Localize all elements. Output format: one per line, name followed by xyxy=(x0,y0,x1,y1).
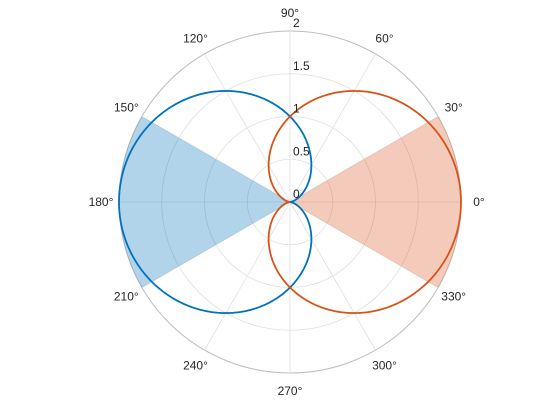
theta-tick-label-6: 180° xyxy=(89,195,114,209)
theta-grid-line-11 xyxy=(289,201,439,288)
label-layer: 0° 30° 60° 90° 120° 150° 180° 210° 240° 270° 300° 3… xyxy=(89,6,485,398)
theta-grid-line-4 xyxy=(204,53,291,203)
theta-tick-label-9: 270° xyxy=(278,384,303,398)
wedge-2 xyxy=(119,116,291,288)
theta-tick-label-7: 210° xyxy=(114,290,139,304)
series-line-0 xyxy=(118,90,313,314)
wedge-layer xyxy=(119,116,461,288)
theta-grid-line-8 xyxy=(204,201,291,351)
series-layer xyxy=(118,90,462,314)
theta-grid-line-10 xyxy=(289,201,376,351)
series-line-1 xyxy=(267,90,462,314)
r-tick-label-3: 1.5 xyxy=(293,59,310,73)
theta-tick-label-8: 240° xyxy=(183,359,208,373)
theta-grid-line-7 xyxy=(141,201,291,288)
theta-tick-label-1: 30° xyxy=(445,101,463,115)
r-tick-label-1: 0.5 xyxy=(293,144,310,158)
theta-tick-label-0: 0° xyxy=(473,195,485,209)
wedge-3 xyxy=(290,116,461,288)
theta-grid-line-1 xyxy=(289,116,439,203)
theta-tick-label-11: 330° xyxy=(441,290,466,304)
r-tick-label-0: 0 xyxy=(293,187,300,201)
theta-tick-label-5: 150° xyxy=(114,101,139,115)
theta-grid-line-5 xyxy=(141,116,291,203)
theta-tick-label-10: 300° xyxy=(372,359,397,373)
theta-tick-label-4: 120° xyxy=(183,31,208,45)
r-tick-label-2: 1 xyxy=(293,102,300,116)
theta-tick-label-3: 90° xyxy=(281,6,299,20)
r-tick-label-4: 2 xyxy=(293,16,300,30)
theta-tick-label-2: 60° xyxy=(375,31,393,45)
theta-grid-line-2 xyxy=(289,53,376,203)
